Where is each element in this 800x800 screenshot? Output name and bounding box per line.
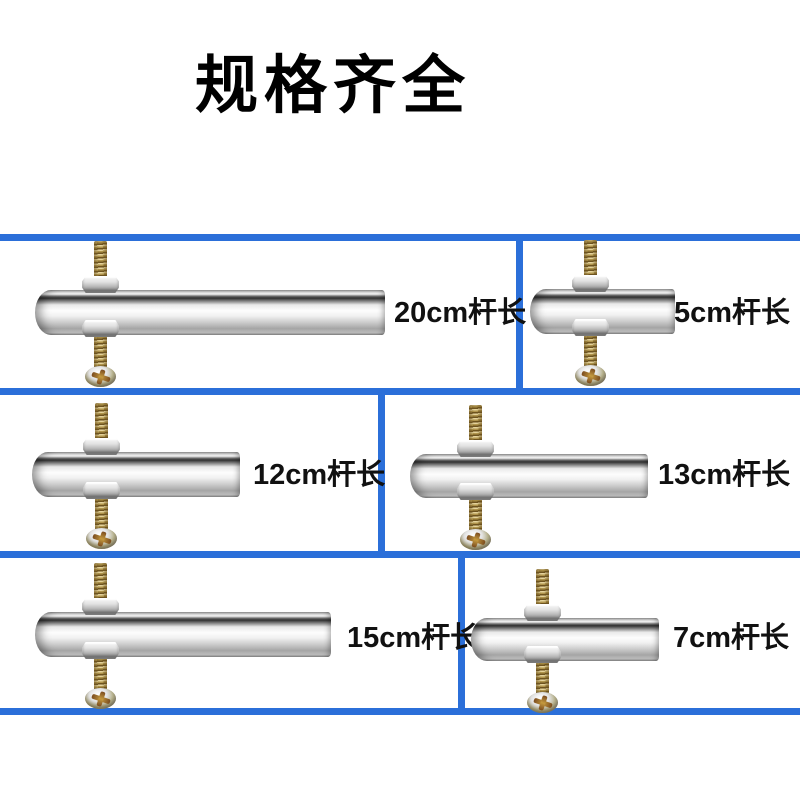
hex-nut-upper (572, 275, 609, 292)
spec-label-12cm: 12cm杆长 (253, 459, 386, 491)
rod-tube (35, 612, 331, 657)
grid-divider-row3 (458, 551, 465, 715)
screw-thread-upper (94, 563, 107, 604)
hex-nut-lower (457, 483, 494, 500)
screw-head (460, 529, 491, 550)
screw-thread-lower (469, 499, 482, 532)
hex-nut-lower (83, 482, 120, 499)
screw-thread-lower (95, 498, 108, 531)
spec-label-7cm: 7cm杆长 (673, 622, 790, 654)
screw-thread-upper (95, 403, 108, 444)
hex-nut-lower (82, 320, 119, 337)
screw-thread-upper (536, 569, 549, 610)
screw-thread-lower (94, 336, 107, 369)
hex-nut-upper (524, 604, 561, 621)
hex-nut-lower (82, 642, 119, 659)
screw-head (85, 688, 116, 709)
hex-nut-upper (83, 438, 120, 455)
spec-cell-12cm: 12cm杆长 (0, 395, 385, 551)
screw-thread-lower (584, 335, 597, 368)
grid-line-row1-row2 (0, 388, 800, 395)
page-title: 规格齐全 (195, 51, 471, 121)
spec-cell-20cm: 20cm杆长 (0, 241, 526, 388)
spec-cell-13cm: 13cm杆长 (385, 395, 800, 551)
spec-label-20cm: 20cm杆长 (394, 297, 527, 329)
spec-label-5cm: 5cm杆长 (674, 297, 791, 329)
screw-thread-upper (584, 240, 597, 281)
spec-cell-7cm: 7cm杆长 (465, 558, 800, 713)
hex-nut-lower (572, 319, 609, 336)
spec-cell-5cm: 5cm杆长 (523, 240, 800, 388)
grid-divider-row1 (516, 234, 523, 395)
rod-tube (32, 452, 240, 497)
grid-divider-row2 (378, 388, 385, 558)
grid-line-row2-row3 (0, 551, 800, 558)
grid-line-bottom (0, 708, 800, 715)
screw-head (85, 366, 116, 387)
screw-head (86, 528, 117, 549)
hex-nut-upper (82, 598, 119, 615)
hex-nut-lower (524, 646, 561, 663)
screw-thread-lower (536, 662, 549, 695)
spec-label-15cm: 15cm杆长 (347, 622, 480, 654)
hex-nut-upper (82, 276, 119, 293)
spec-cell-15cm: 15cm杆长 (0, 558, 479, 709)
rod-tube (471, 618, 659, 661)
screw-thread-upper (94, 241, 107, 282)
screw-head (527, 692, 558, 713)
screw-head (575, 365, 606, 386)
screw-thread-upper (469, 405, 482, 446)
spec-label-13cm: 13cm杆长 (658, 459, 791, 491)
screw-thread-lower (94, 658, 107, 691)
hex-nut-upper (457, 440, 494, 457)
grid-line-top (0, 234, 800, 241)
rod-tube (410, 454, 648, 498)
